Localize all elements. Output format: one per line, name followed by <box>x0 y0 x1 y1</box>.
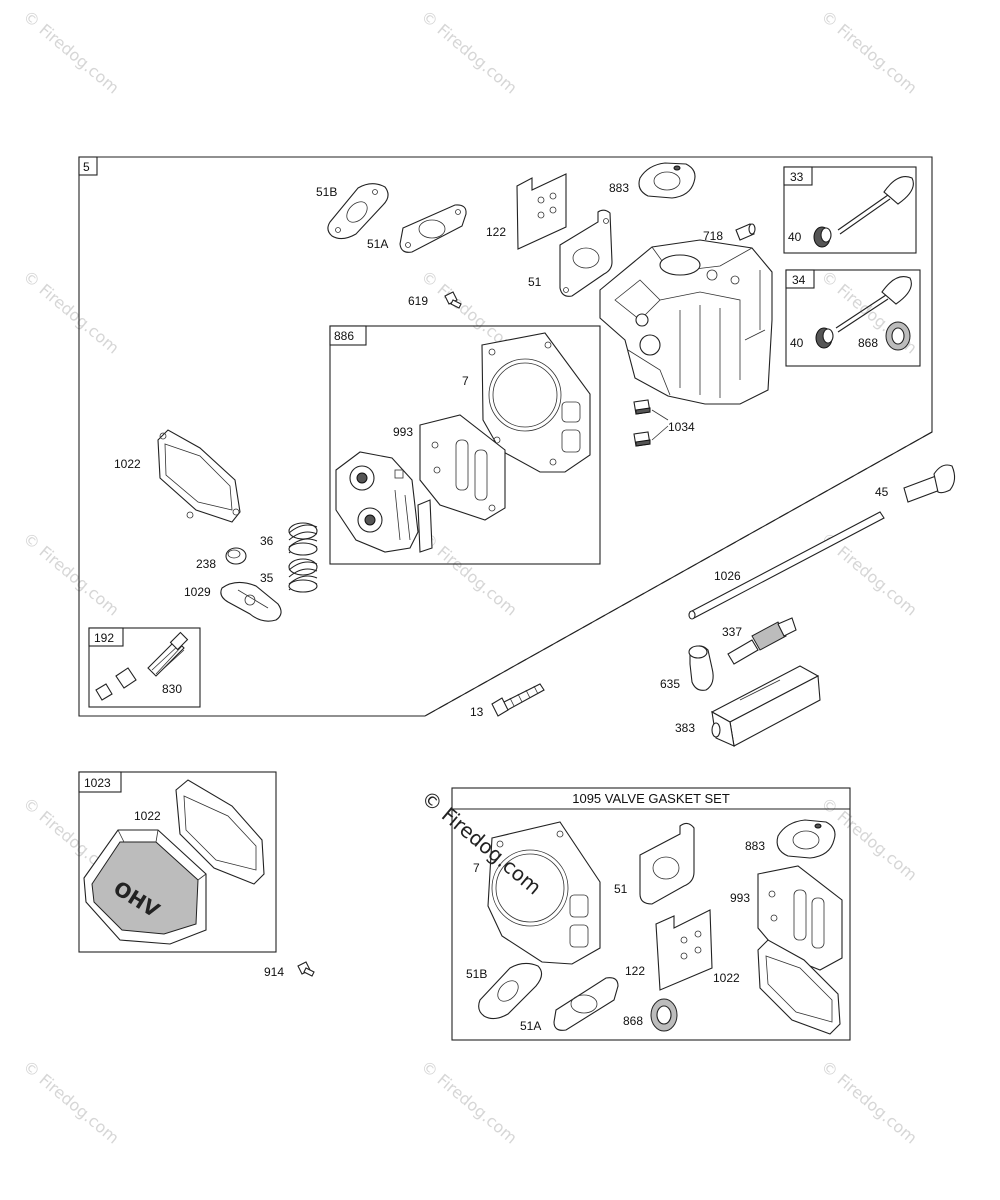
gasket-51 <box>559 209 613 297</box>
ignition-383 <box>710 665 821 747</box>
bolt-914 <box>297 961 315 977</box>
set-gasket-883 <box>776 819 836 859</box>
box-886-number: 886 <box>334 329 354 343</box>
main-box-number: 5 <box>83 160 90 174</box>
valve-gasket-set-box: 1095 VALVE GASKET SET <box>451 787 851 1041</box>
box-192-number: 192 <box>94 631 114 645</box>
set-gasket-51 <box>639 822 695 905</box>
plug-238 <box>225 547 247 565</box>
callout-40-a: 40 <box>788 230 802 244</box>
watermark-13: © Firedog.com <box>417 1057 520 1148</box>
callout-13: 13 <box>470 705 484 719</box>
set-callout-868: 868 <box>623 1014 643 1028</box>
set-callout-122: 122 <box>625 964 645 978</box>
callout-1034: 1034 <box>668 420 695 434</box>
callout-7: 7 <box>462 374 469 388</box>
callout-36: 36 <box>260 534 274 548</box>
set-callout-883: 883 <box>745 839 765 853</box>
set-callout-1022: 1022 <box>713 971 740 985</box>
callout-51b: 51B <box>316 185 337 199</box>
callout-1029: 1029 <box>184 585 211 599</box>
callout-51a: 51A <box>367 237 388 251</box>
set-gasket-122 <box>655 909 713 991</box>
set-gasket-51a <box>553 977 619 1031</box>
pin-718 <box>735 223 756 241</box>
callout-914: 914 <box>264 965 284 979</box>
box-1023-number: 1023 <box>84 776 111 790</box>
callout-35: 35 <box>260 571 274 585</box>
box-34: 34 <box>785 269 921 367</box>
box-886: 886 <box>329 325 601 565</box>
valve-spring-35 <box>288 558 318 593</box>
watermark-7: © Firedog.com <box>19 529 122 620</box>
set-head-gasket-7 <box>487 821 601 965</box>
callout-830: 830 <box>162 682 182 696</box>
cylinder-head <box>599 239 773 405</box>
callout-383: 383 <box>675 721 695 735</box>
keeper-1034 <box>633 399 669 447</box>
callout-1022-b: 1022 <box>134 809 161 823</box>
gasket-1022 <box>157 429 241 523</box>
valve-spring-36 <box>288 522 318 556</box>
gasket-993 <box>419 414 506 521</box>
set-callout-51a: 51A <box>520 1019 541 1033</box>
spark-plug-337 <box>727 617 797 665</box>
callout-238: 238 <box>196 557 216 571</box>
callout-40-b: 40 <box>790 336 804 350</box>
gasket-51a <box>399 204 467 253</box>
gasket-122 <box>516 173 567 250</box>
watermark-12: © Firedog.com <box>19 1057 122 1148</box>
set-callout-51: 51 <box>614 882 628 896</box>
callout-718: 718 <box>703 229 723 243</box>
watermark-8: © Firedog.com <box>417 529 520 620</box>
gasket-883 <box>638 162 696 199</box>
box-33: 33 <box>783 166 917 254</box>
gasket-51b <box>327 183 389 240</box>
box-33-number: 33 <box>790 170 804 184</box>
box-1023: 1023 OHV <box>78 771 277 953</box>
callout-883: 883 <box>609 181 629 195</box>
watermark-3: © Firedog.com <box>817 7 920 98</box>
box-192: 192 <box>88 627 201 708</box>
callout-337: 337 <box>722 625 742 639</box>
box-34-number: 34 <box>792 273 806 287</box>
callout-635: 635 <box>660 677 680 691</box>
bolt-13 <box>491 683 545 717</box>
callout-1022: 1022 <box>114 457 141 471</box>
push-rod-1026 <box>688 511 885 620</box>
head-gasket-7 <box>481 332 591 473</box>
rocker-arm-1029 <box>220 581 282 622</box>
watermark-1: © Firedog.com <box>19 7 122 98</box>
main-assembly-box: 5 <box>78 156 933 717</box>
gasket-set-title: 1095 VALVE GASKET SET <box>572 791 730 806</box>
breather-assembly <box>335 451 433 553</box>
valve-45 <box>903 464 956 503</box>
watermark-4: © Firedog.com <box>19 267 122 358</box>
spark-plug-boot-635 <box>688 645 714 691</box>
watermark-14: © Firedog.com <box>817 1057 920 1148</box>
set-gasket-1022 <box>757 939 841 1035</box>
callout-1026: 1026 <box>714 569 741 583</box>
set-seal-868 <box>650 998 678 1032</box>
callout-122: 122 <box>486 225 506 239</box>
callout-993: 993 <box>393 425 413 439</box>
callout-868: 868 <box>858 336 878 350</box>
set-gasket-51b <box>478 962 543 1020</box>
callout-45: 45 <box>875 485 889 499</box>
set-callout-7: 7 <box>473 861 480 875</box>
bolt-619 <box>444 291 462 309</box>
set-callout-993: 993 <box>730 891 750 905</box>
watermark-2: © Firedog.com <box>417 7 520 98</box>
set-callout-51b: 51B <box>466 967 487 981</box>
callout-51: 51 <box>528 275 542 289</box>
set-gasket-993 <box>757 865 843 971</box>
callout-619: 619 <box>408 294 428 308</box>
